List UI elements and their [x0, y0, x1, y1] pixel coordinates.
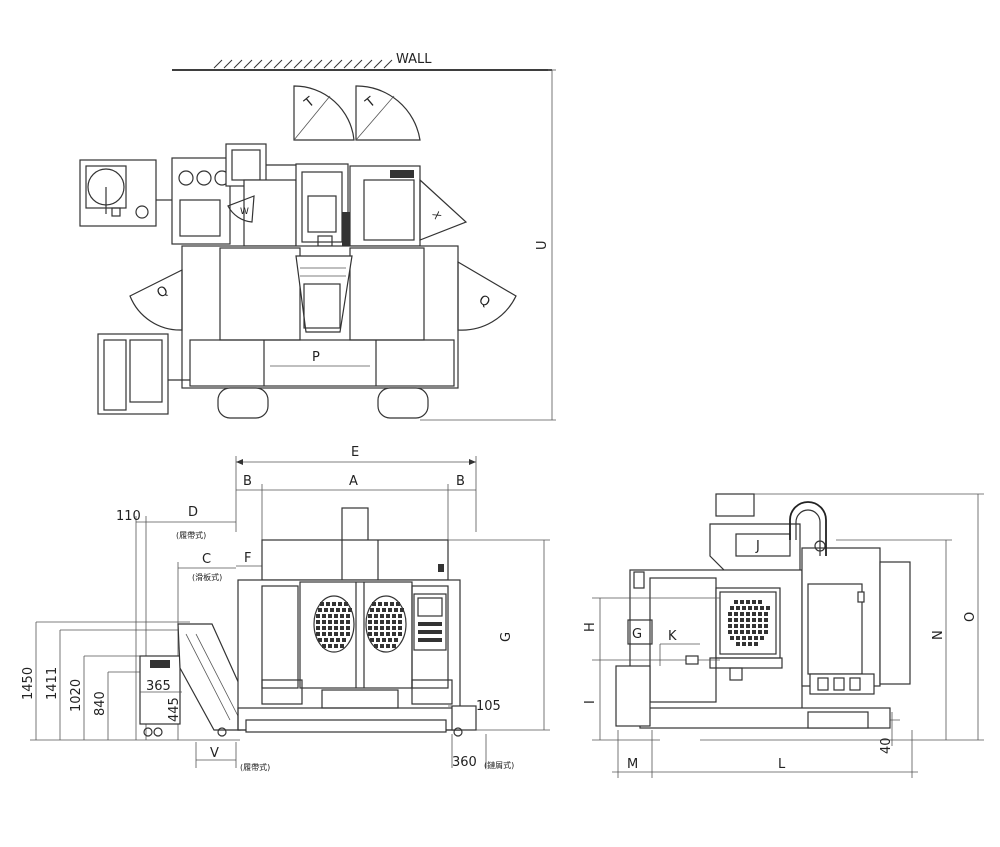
label-x: X	[429, 210, 442, 222]
label-w: W	[240, 207, 249, 217]
wall-line	[172, 59, 552, 71]
label-n: N	[931, 630, 946, 640]
label-h: H	[583, 622, 598, 632]
note-v: (履帶式)	[240, 762, 270, 772]
label-i: I	[583, 700, 598, 704]
label-t-right: T	[362, 94, 379, 111]
label-g: G	[499, 632, 514, 642]
machine-body-top	[181, 245, 459, 389]
label-k: K	[668, 629, 677, 644]
electric-cabinet	[225, 143, 297, 247]
door-swing-q-left	[129, 269, 183, 331]
machine-body-side	[615, 493, 911, 729]
front-view: E B A B 110 D (履帶式) C (滑板式) F	[21, 445, 550, 772]
dim-v	[195, 742, 237, 768]
label-v: V	[210, 746, 219, 761]
dim-k	[659, 643, 700, 666]
label-u: U	[535, 240, 550, 250]
control-panel-front	[413, 564, 447, 651]
label-l: L	[778, 757, 786, 772]
label-t-left: T	[301, 94, 318, 111]
door-window-left	[313, 595, 355, 653]
operator-panel-top	[97, 333, 190, 415]
door-swing-t-left	[293, 85, 355, 141]
dim-1411: 1411	[45, 667, 60, 700]
label-m: M	[627, 757, 638, 772]
label-b-left: B	[243, 474, 252, 489]
dim-1020: 1020	[69, 679, 84, 712]
dim-110: 110	[116, 509, 141, 524]
note-360: (鏈屑式)	[484, 760, 514, 770]
dim-a-b	[236, 484, 476, 540]
dim-360	[451, 705, 487, 768]
valve-panel	[171, 157, 231, 245]
label-j: J	[755, 539, 760, 554]
label-e: E	[351, 445, 359, 460]
note-d: (履帶式)	[176, 530, 206, 540]
label-p: P	[312, 350, 320, 365]
dim-m-l	[612, 730, 918, 778]
label-c: C	[202, 552, 211, 567]
note-c: (滑板式)	[192, 572, 222, 582]
dim-h-i	[592, 597, 720, 741]
label-o: O	[963, 612, 978, 622]
chip-conveyor-tank	[79, 159, 172, 227]
cable-carrier	[789, 501, 827, 556]
label-f: F	[244, 551, 251, 566]
label-q-left: Q	[155, 283, 171, 301]
label-a: A	[349, 474, 358, 489]
dim-360-value: 360	[452, 755, 477, 770]
label-g-side: G	[632, 627, 642, 642]
column-top	[295, 163, 421, 252]
door-window-right	[365, 595, 407, 653]
dim-365: 365	[146, 679, 171, 694]
label-q-right: Q	[476, 292, 492, 310]
label-d: D	[188, 505, 198, 520]
door-swing-q-right	[457, 260, 517, 331]
dim-445: 445	[167, 697, 182, 722]
track-wheels-top	[217, 387, 429, 419]
chip-conveyor-front	[139, 623, 241, 737]
dim-o-n	[700, 493, 984, 741]
top-view: WALL U T T	[79, 52, 556, 421]
door-swing-w	[227, 195, 255, 223]
door-window-side	[719, 591, 777, 655]
dim-105: 105	[476, 699, 501, 714]
dim-840: 840	[93, 691, 108, 716]
dim-1450: 1450	[21, 667, 36, 700]
label-b-right: B	[456, 474, 465, 489]
side-view: O N 40	[583, 493, 984, 778]
label-g-box	[627, 619, 653, 645]
door-swing-x	[419, 178, 468, 241]
dim-u	[420, 69, 556, 421]
wall-label: WALL	[396, 52, 432, 67]
dim-40-value: 40	[879, 737, 894, 754]
dim-e	[235, 456, 477, 532]
door-swing-t-right	[355, 85, 421, 141]
